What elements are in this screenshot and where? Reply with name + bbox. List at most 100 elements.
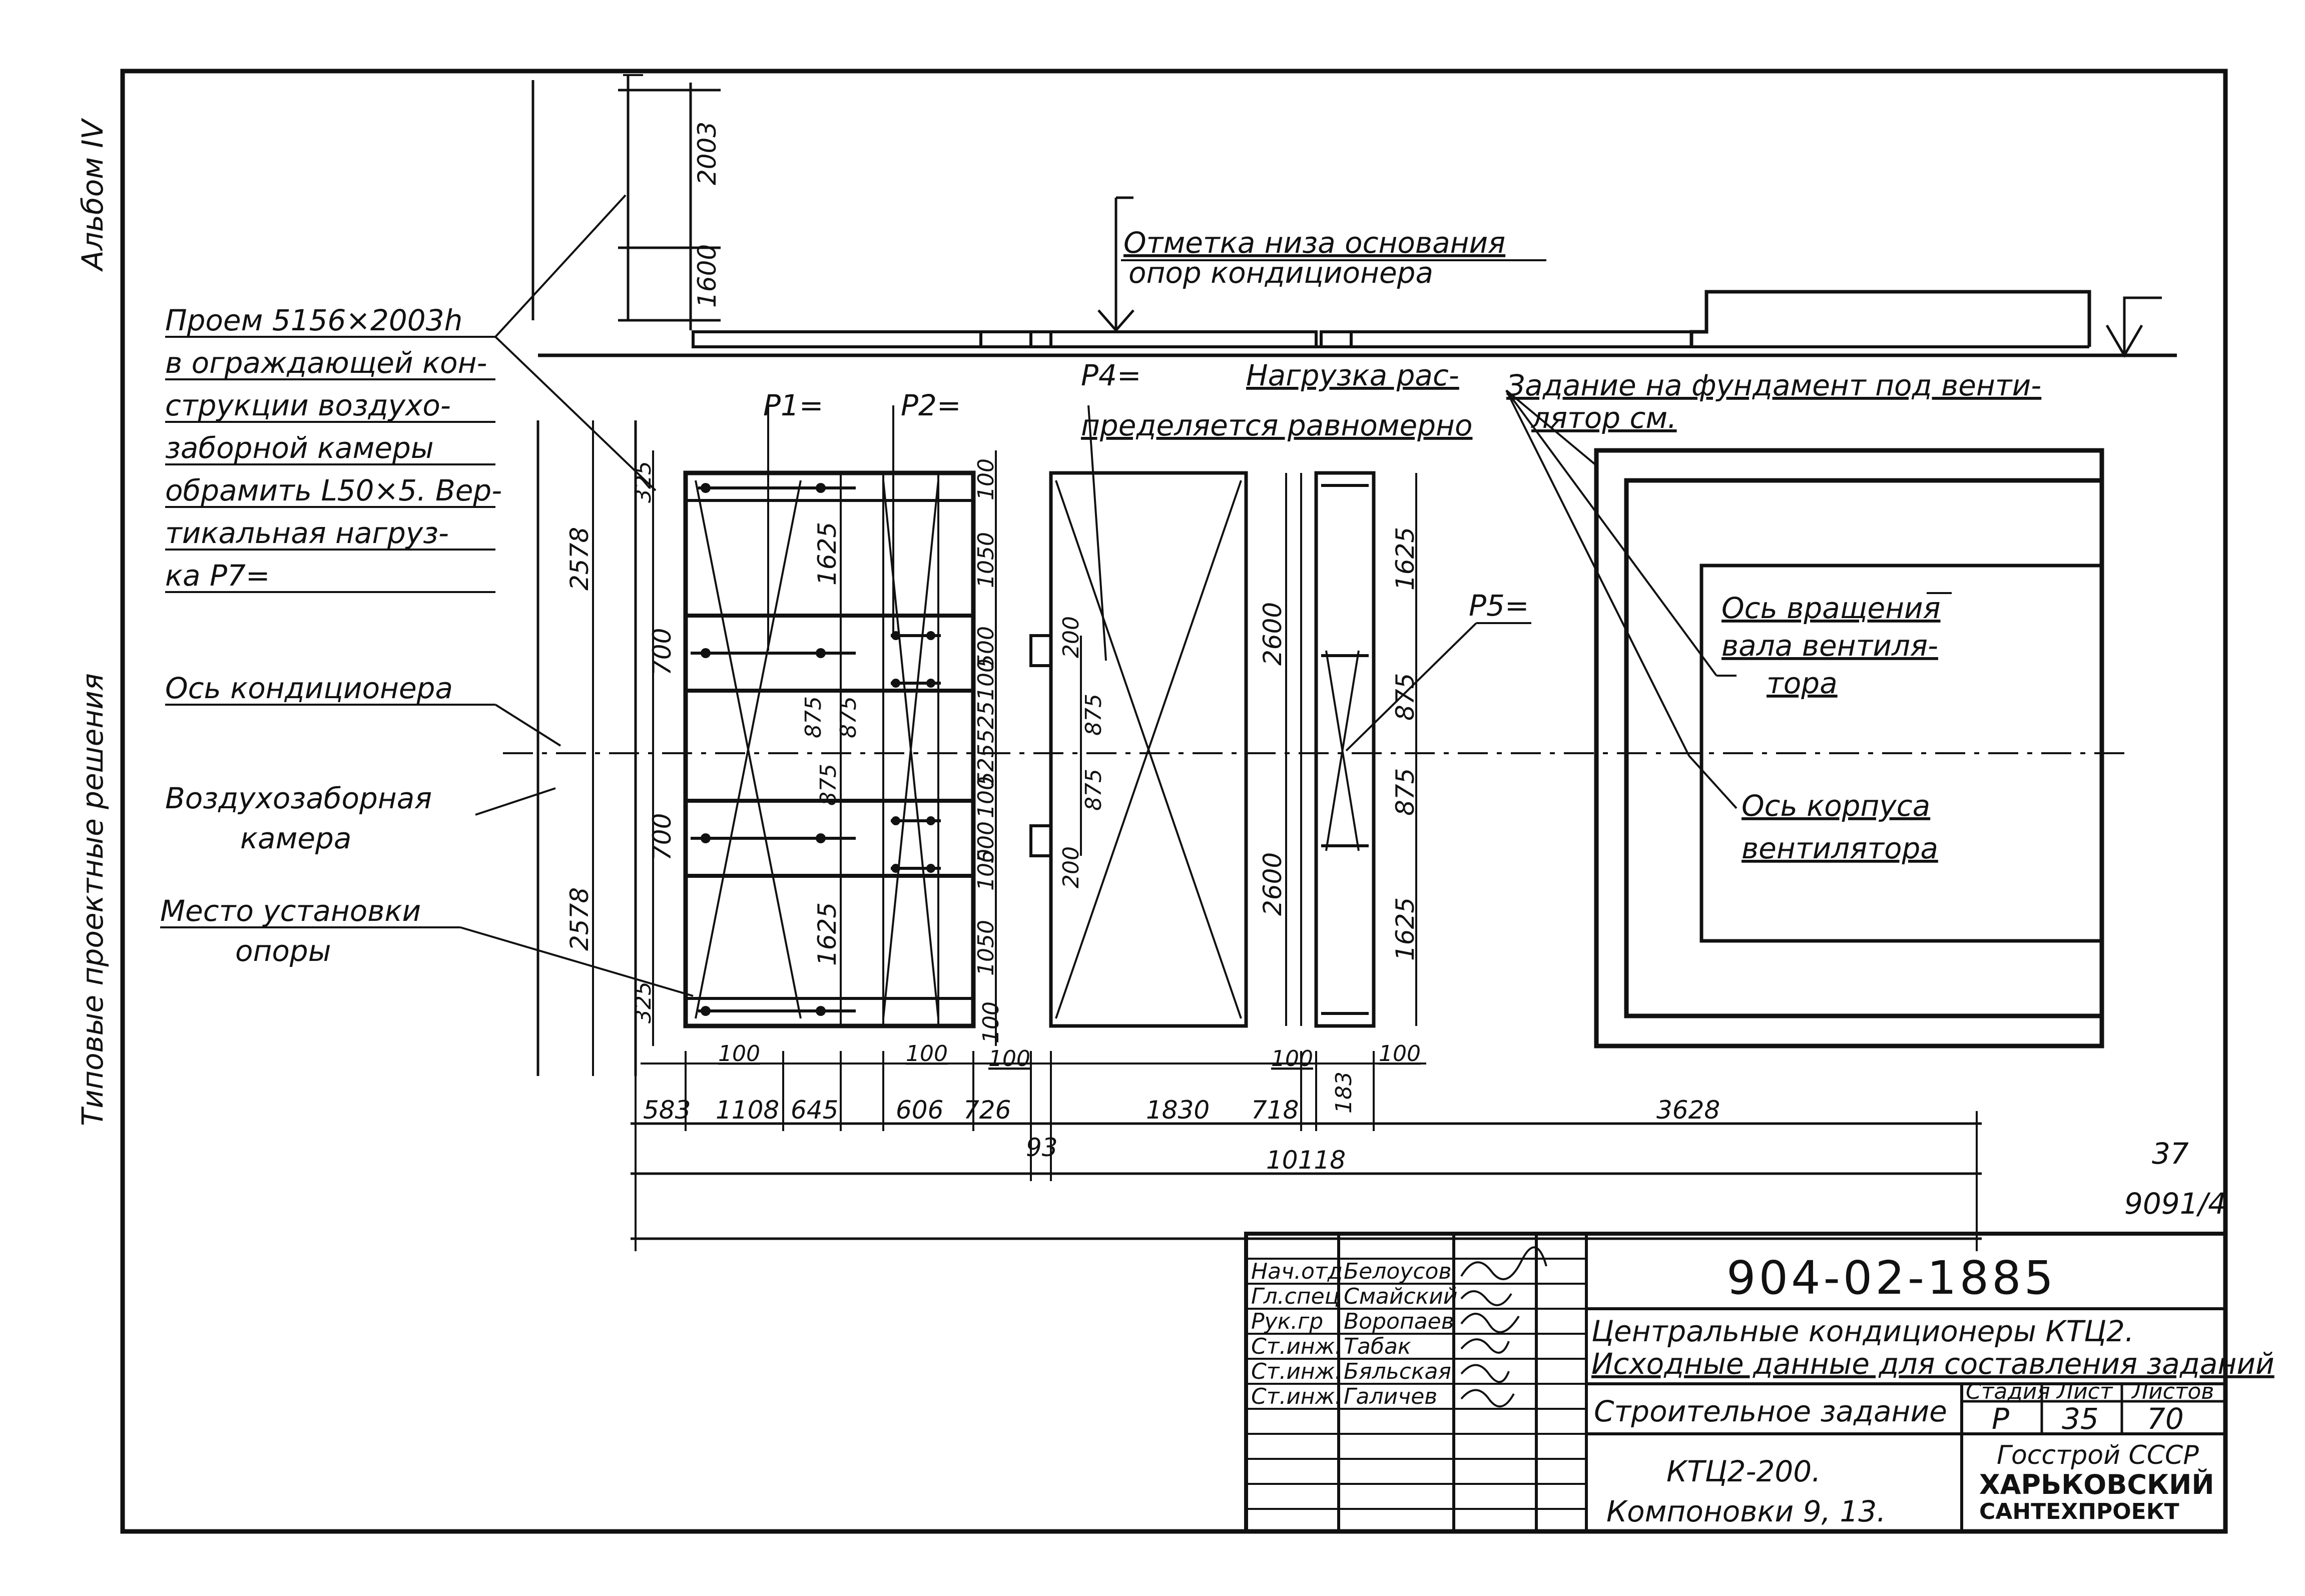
opening-note-line3: струкции воздухо- (165, 388, 451, 422)
title-block-staff: Нач.отд Гл.спец Рук.гр Ст.инж. Ст.инж. С… (1251, 1259, 1457, 1409)
sheets-value: 70 (2147, 1402, 2184, 1436)
dim-875-m-bot: 875 (1081, 769, 1106, 811)
doc-desc-line1: Центральные кондиционеры КТЦ2. (1591, 1314, 2134, 1348)
org-line2: ХАРЬКОВСКИЙ (1979, 1469, 2214, 1500)
dim-row-606: 606 (896, 1096, 943, 1125)
dim-2578-bot: 2578 (565, 887, 594, 951)
elevation-view (531, 74, 2177, 358)
dim-1625-l-bot: 1625 (813, 902, 842, 966)
dim-100-c: 100 (973, 776, 999, 818)
name-3: Воропаев (1344, 1309, 1454, 1334)
chamber-label-line2: камера (240, 821, 351, 855)
chamber-label-line1: Воздухозаборная (165, 781, 432, 815)
bottom-mark-line1: Отметка низа основания (1123, 226, 1505, 260)
sheets-header: Листов (2131, 1379, 2214, 1404)
model-line2: Компоновки 9, 13. (1606, 1494, 1886, 1528)
dim-875-l-mid: 875 (836, 696, 861, 738)
series-label: Типовые проектные решения (76, 673, 110, 1126)
dim-row-583: 583 (643, 1096, 691, 1125)
bottom-mark-line2: опор кондиционера (1128, 256, 1433, 290)
rotation-axis-line1: Ось вращения (1721, 591, 1941, 625)
dim-100-bot-d: 100 (978, 1001, 1004, 1043)
load-p2: P2= (901, 388, 961, 422)
dim-100-bot-c: 100 (988, 1046, 1030, 1072)
opening-note-line6: тикальная нагруз- (165, 516, 449, 550)
load-p4-note-line2: пределяется равномерно (1081, 408, 1472, 442)
dim-row-1108: 1108 (716, 1096, 779, 1125)
dim-1625-r-bot: 1625 (1391, 897, 1420, 961)
stage-header: Стадия (1966, 1379, 2050, 1404)
album-label: Альбом IV (76, 118, 110, 272)
foundation-note-line2: лятор см. (1531, 401, 1677, 435)
plan-view (503, 389, 2127, 1076)
dim-875-r-bot: 875 (1391, 768, 1420, 816)
doc-desc-line2: Исходные данные для составления заданий (1591, 1347, 2274, 1381)
org-line1: Госстрой СССР (1997, 1440, 2199, 1470)
rotation-axis-line2: вала вентиля- (1721, 629, 1938, 663)
support-label-line1: Место установки (160, 894, 421, 928)
dim-500-top: 500 (973, 626, 999, 668)
role-3: Рук.гр (1251, 1309, 1323, 1334)
doc-code: 904-02-1885 (1726, 1251, 2056, 1305)
dim-875-m-top: 875 (1081, 694, 1106, 736)
dim-2600-top: 2600 (1258, 602, 1287, 666)
support-label-line2: опоры (235, 934, 331, 968)
dim-93: 93 (1026, 1133, 1058, 1162)
foundation-note-line1: Задание на фундамент под венти- (1506, 368, 2041, 402)
name-2: Смайский (1344, 1284, 1457, 1309)
sheet-value: 35 (2062, 1402, 2099, 1436)
name-1: Белоусов (1344, 1259, 1451, 1284)
dim-2600-bot: 2600 (1258, 852, 1287, 916)
dim-row-718: 718 (1251, 1096, 1299, 1125)
dim-525-top: 525 (973, 701, 999, 743)
stage-value: Р (1992, 1402, 2009, 1436)
load-p5: P5= (1469, 589, 1529, 623)
role-5: Ст.инж. (1251, 1359, 1342, 1384)
load-p4: P4= (1081, 358, 1141, 392)
model-line1: КТЦ2-200. (1666, 1454, 1821, 1488)
load-p1: P1= (763, 388, 823, 422)
housing-axis-line2: вентилятора (1742, 831, 1938, 865)
role-4: Ст.инж. (1251, 1334, 1342, 1359)
dimension-chain (631, 1051, 1982, 1251)
dim-row-645: 645 (791, 1096, 838, 1125)
dim-1625-l-top: 1625 (813, 522, 842, 586)
dim-875-l-bot: 875 (816, 764, 841, 806)
dim-1050-bot: 1050 (973, 920, 999, 976)
housing-axis-line1: Ось корпуса (1742, 789, 1930, 823)
rotation-axis-line3: тора (1767, 666, 1838, 700)
load-p4-note-line1: Нагрузка рас- (1246, 358, 1459, 392)
role-6: Ст.инж. (1251, 1384, 1342, 1409)
dim-1600: 1600 (693, 244, 722, 308)
dim-325-top: 325 (631, 461, 656, 503)
dim-100-bot-b: 100 (906, 1041, 948, 1067)
dim-2578-top: 2578 (565, 527, 594, 591)
dim-100-b: 100 (973, 659, 999, 701)
opening-note-line2: в ограждающей кон- (165, 346, 487, 380)
dim-1625-r-top: 1625 (1391, 527, 1420, 591)
title-block (1244, 1232, 2227, 1533)
task-label: Строительное задание (1594, 1394, 1947, 1428)
sheet-ref-code: 9091/4 (2124, 1187, 2226, 1221)
dim-100-bot-e: 100 (1271, 1046, 1313, 1072)
opening-note-line1: Проем 5156×2003h (165, 303, 462, 337)
dim-100-bot-a: 100 (718, 1041, 760, 1067)
bottom-small-dims: 100 100 100 100 100 100 183 (641, 1001, 1426, 1114)
dim-1050-top: 1050 (973, 532, 999, 588)
dim-row-726: 726 (963, 1096, 1011, 1125)
axis-label: Ось кондиционера (165, 671, 453, 705)
name-5: Бяльская (1344, 1359, 1451, 1384)
dim-875-l-top: 875 (801, 696, 826, 738)
name-4: Табак (1344, 1334, 1411, 1359)
role-1: Нач.отд (1251, 1259, 1343, 1284)
dim-2003: 2003 (693, 122, 722, 185)
dim-325-bot: 325 (631, 981, 656, 1023)
dim-total: 10118 (1266, 1146, 1346, 1175)
opening-note-line7: ка P7= (165, 559, 270, 593)
dim-100-bot-f: 100 (1379, 1041, 1421, 1067)
dim-500-bot: 500 (973, 821, 999, 863)
dim-875-r-top: 875 (1391, 673, 1420, 721)
dim-100-d: 100 (973, 849, 999, 891)
name-6: Галичев (1344, 1384, 1437, 1409)
